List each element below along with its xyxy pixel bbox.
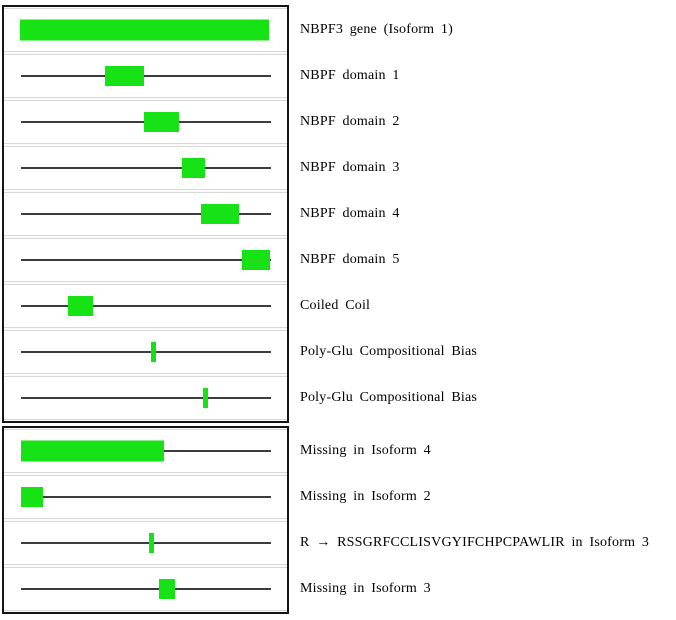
feature-label: Poly-Glu Compositional Bias xyxy=(300,344,478,359)
feature-tick-marker[interactable] xyxy=(151,342,156,362)
feature-tracks-column xyxy=(2,5,289,614)
track-line xyxy=(21,542,271,544)
feature-box-marker[interactable] xyxy=(68,296,93,316)
feature-bar-marker[interactable] xyxy=(20,19,269,41)
feature-track xyxy=(21,55,271,97)
gene-feature-labels: NBPF3 gene (Isoform 1) NBPF domain 1 NBPF … xyxy=(300,5,676,423)
feature-box-marker[interactable] xyxy=(21,487,43,507)
feature-row-13 xyxy=(4,567,287,611)
track-line xyxy=(21,305,271,307)
feature-row-7 xyxy=(4,284,287,328)
feature-track xyxy=(21,430,271,472)
feature-tick-marker[interactable] xyxy=(203,388,208,408)
feature-track xyxy=(21,522,271,564)
feature-label: NBPF3 gene (Isoform 1) xyxy=(300,22,453,37)
feature-track xyxy=(21,377,271,419)
feature-track xyxy=(20,9,271,51)
feature-row-4 xyxy=(4,146,287,190)
feature-box-marker[interactable] xyxy=(144,112,179,132)
feature-label: Missing in Isoform 3 xyxy=(300,581,431,596)
track-line xyxy=(21,496,271,498)
isoform-variants-panel xyxy=(2,426,289,614)
feature-row-1 xyxy=(4,8,287,52)
feature-label: R → RSSGRFCCLISVGYIFCHPCPAWLIR in Isofor… xyxy=(300,535,650,550)
track-line xyxy=(21,167,271,169)
feature-bar-marker[interactable] xyxy=(21,440,164,462)
track-line xyxy=(21,213,271,215)
track-line xyxy=(21,397,271,399)
isoform-variant-labels: Missing in Isoform 4 Missing in Isoform 2… xyxy=(300,426,676,614)
feature-row-12 xyxy=(4,521,287,565)
feature-label: Poly-Glu Compositional Bias xyxy=(300,390,478,405)
feature-track xyxy=(21,101,271,143)
feature-row-5 xyxy=(4,192,287,236)
feature-box-marker[interactable] xyxy=(182,158,205,178)
feature-row-10 xyxy=(4,429,287,473)
feature-track xyxy=(21,193,271,235)
feature-label: Coiled Coil xyxy=(300,298,371,313)
feature-label: NBPF domain 4 xyxy=(300,206,400,221)
feature-tick-marker[interactable] xyxy=(149,533,154,553)
feature-row-2 xyxy=(4,54,287,98)
feature-label: NBPF domain 1 xyxy=(300,68,400,83)
feature-box-marker[interactable] xyxy=(201,204,239,224)
track-line xyxy=(21,75,271,77)
feature-box-marker[interactable] xyxy=(242,250,270,270)
feature-track xyxy=(21,239,271,281)
feature-row-6 xyxy=(4,238,287,282)
gene-features-panel xyxy=(2,5,289,423)
feature-row-9 xyxy=(4,376,287,420)
feature-track xyxy=(21,476,271,518)
track-line xyxy=(21,351,271,353)
feature-label: Missing in Isoform 4 xyxy=(300,443,431,458)
feature-track xyxy=(21,331,271,373)
feature-label: NBPF domain 3 xyxy=(300,160,400,175)
feature-box-marker[interactable] xyxy=(105,66,144,86)
feature-label: NBPF domain 5 xyxy=(300,252,400,267)
feature-label: Missing in Isoform 2 xyxy=(300,489,431,504)
feature-label: NBPF domain 2 xyxy=(300,114,400,129)
feature-row-3 xyxy=(4,100,287,144)
feature-track xyxy=(21,568,271,610)
track-line xyxy=(21,588,271,590)
feature-row-8 xyxy=(4,330,287,374)
track-line xyxy=(21,259,271,261)
feature-track xyxy=(21,147,271,189)
feature-track xyxy=(21,285,271,327)
feature-row-11 xyxy=(4,475,287,519)
feature-box-marker[interactable] xyxy=(159,579,175,599)
feature-labels-column: NBPF3 gene (Isoform 1) NBPF domain 1 NBPF … xyxy=(289,5,676,614)
